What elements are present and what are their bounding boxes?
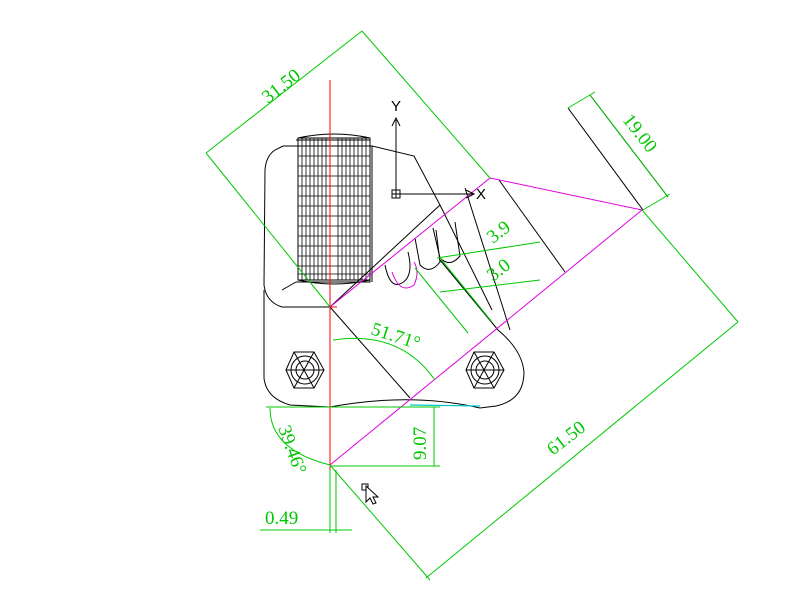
centerline	[329, 80, 337, 470]
part-outline	[263, 94, 669, 409]
dimension-small: 3.9 3.0	[414, 217, 541, 334]
slot-highlight	[391, 261, 418, 289]
dim-label-small-a: 3.9	[483, 217, 515, 248]
construction-lines	[329, 177, 643, 466]
ucs-axis-icon: Y X	[391, 98, 486, 203]
ucs-y-label: Y	[391, 98, 401, 115]
dim-label-height: 9.07	[410, 427, 431, 460]
ucs-x-label: X	[476, 186, 486, 203]
dimension-offset: 0.49	[260, 470, 352, 533]
dimension-length: 61.50	[329, 209, 739, 581]
dim-label-angle-left: 39.46°	[273, 423, 310, 478]
dim-label-width-right: 19.00	[618, 110, 661, 157]
dimension-height: 9.07	[266, 406, 440, 467]
dimension-width-right: 19.00	[567, 91, 671, 211]
dim-label-width-top: 31.50	[258, 65, 305, 108]
pointer-cursor-icon	[361, 483, 380, 505]
hex-nut-icon	[465, 351, 505, 389]
hex-nut-icon	[285, 351, 325, 389]
dim-label-offset: 0.49	[265, 508, 298, 529]
knurled-knob	[297, 133, 371, 285]
dimension-angle-left: 39.46°	[269, 407, 331, 478]
bottom-edge	[409, 404, 481, 407]
dim-label-length: 61.50	[543, 417, 590, 460]
dim-label-angle-main: 51.71°	[368, 319, 422, 355]
